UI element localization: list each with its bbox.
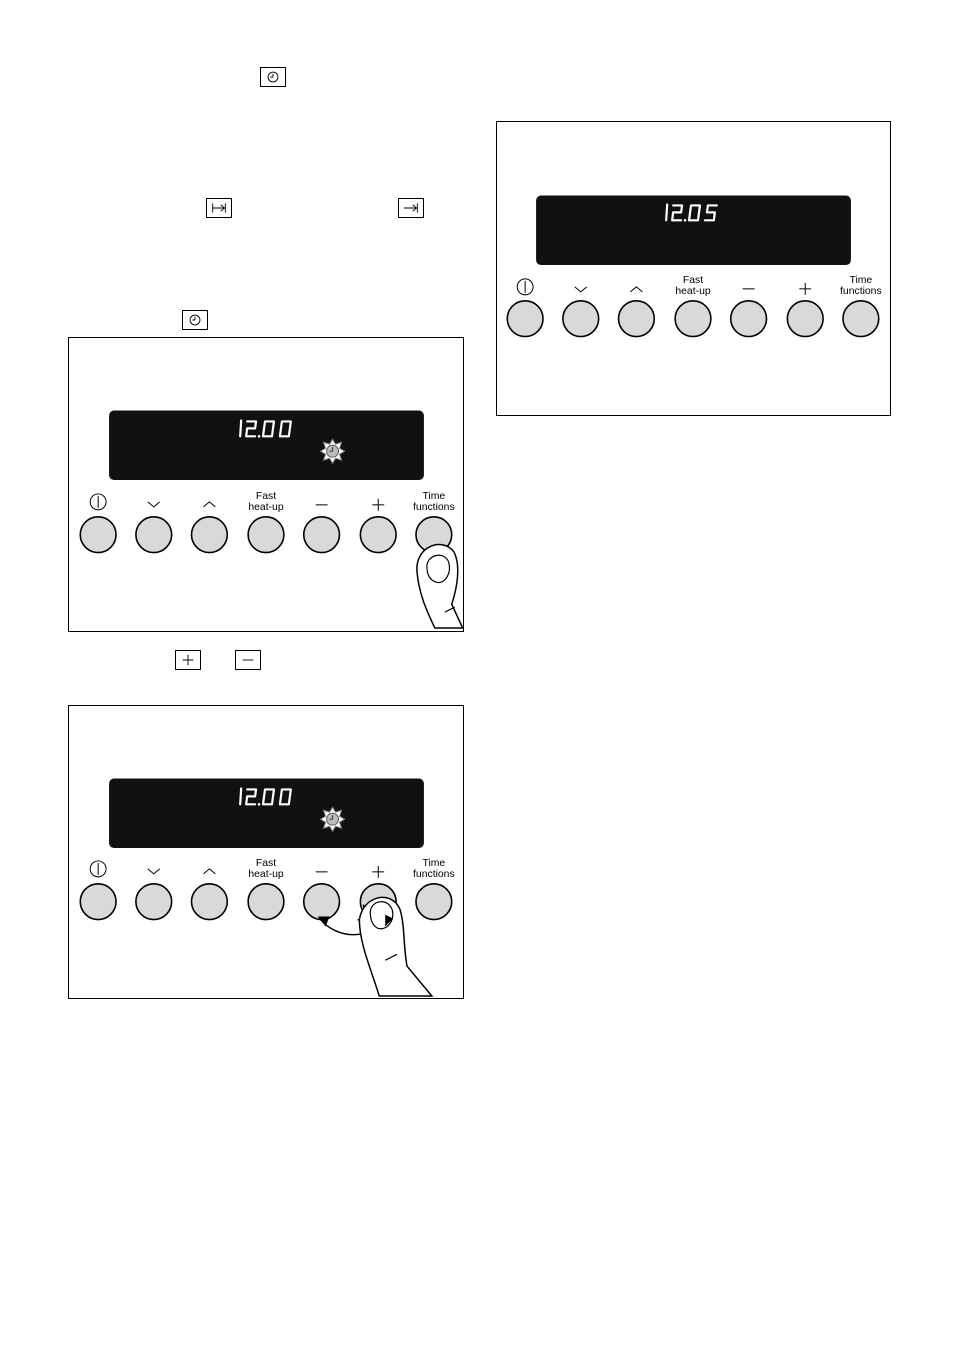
- button-row: Fast heat-up Time functions: [507, 275, 881, 337]
- fast-label: Fast: [683, 275, 703, 286]
- minus-icon: [235, 650, 261, 670]
- clock-blinking-icon: [321, 439, 345, 463]
- up-button[interactable]: [619, 287, 655, 337]
- functions-label: functions: [413, 869, 455, 880]
- functions-label: functions: [413, 502, 455, 513]
- time-label: Time: [849, 275, 872, 286]
- functions-label: functions: [840, 286, 882, 297]
- pressing-finger: [417, 545, 463, 628]
- fast-heat-up-button[interactable]: Fast heat-up: [248, 858, 284, 920]
- fast-label: Fast: [256, 858, 276, 869]
- start-time-icon: [206, 198, 232, 218]
- up-button[interactable]: [192, 869, 228, 920]
- minus-button[interactable]: [731, 289, 767, 337]
- clock-blinking-icon: [321, 807, 345, 831]
- up-button[interactable]: [192, 502, 228, 553]
- time-functions-button[interactable]: Time functions: [840, 275, 882, 337]
- down-button[interactable]: [563, 287, 599, 337]
- down-button[interactable]: [136, 502, 172, 553]
- plus-button[interactable]: [360, 499, 396, 553]
- power-button[interactable]: [507, 279, 543, 337]
- plus-icon: [175, 650, 201, 670]
- clock-icon: [260, 67, 286, 87]
- control-panel-1: Fast heat-up Time functions: [68, 337, 464, 632]
- heat-up-label: heat-up: [675, 286, 711, 297]
- down-button[interactable]: [136, 869, 172, 920]
- control-panel-3: Fast heat-up Time functions: [496, 121, 891, 416]
- end-time-icon: [398, 198, 424, 218]
- fast-heat-up-button[interactable]: Fast heat-up: [675, 275, 711, 337]
- power-button[interactable]: [80, 861, 116, 920]
- minus-button[interactable]: [304, 872, 340, 920]
- fast-heat-up-button[interactable]: Fast heat-up: [248, 491, 284, 553]
- heat-up-label: heat-up: [248, 502, 284, 513]
- time-functions-button[interactable]: Time functions: [413, 858, 455, 920]
- clock-icon: [182, 310, 208, 330]
- minus-button[interactable]: [304, 505, 340, 553]
- heat-up-label: heat-up: [248, 869, 284, 880]
- button-row: Fast heat-up Time functions: [80, 491, 454, 553]
- time-label: Time: [422, 858, 445, 869]
- control-panel-2: Fast heat-up Time functions: [68, 705, 464, 999]
- power-button[interactable]: [80, 494, 116, 553]
- plus-button[interactable]: [787, 283, 823, 337]
- fast-label: Fast: [256, 491, 276, 502]
- time-functions-button[interactable]: Time functions: [413, 491, 455, 553]
- time-label: Time: [422, 491, 445, 502]
